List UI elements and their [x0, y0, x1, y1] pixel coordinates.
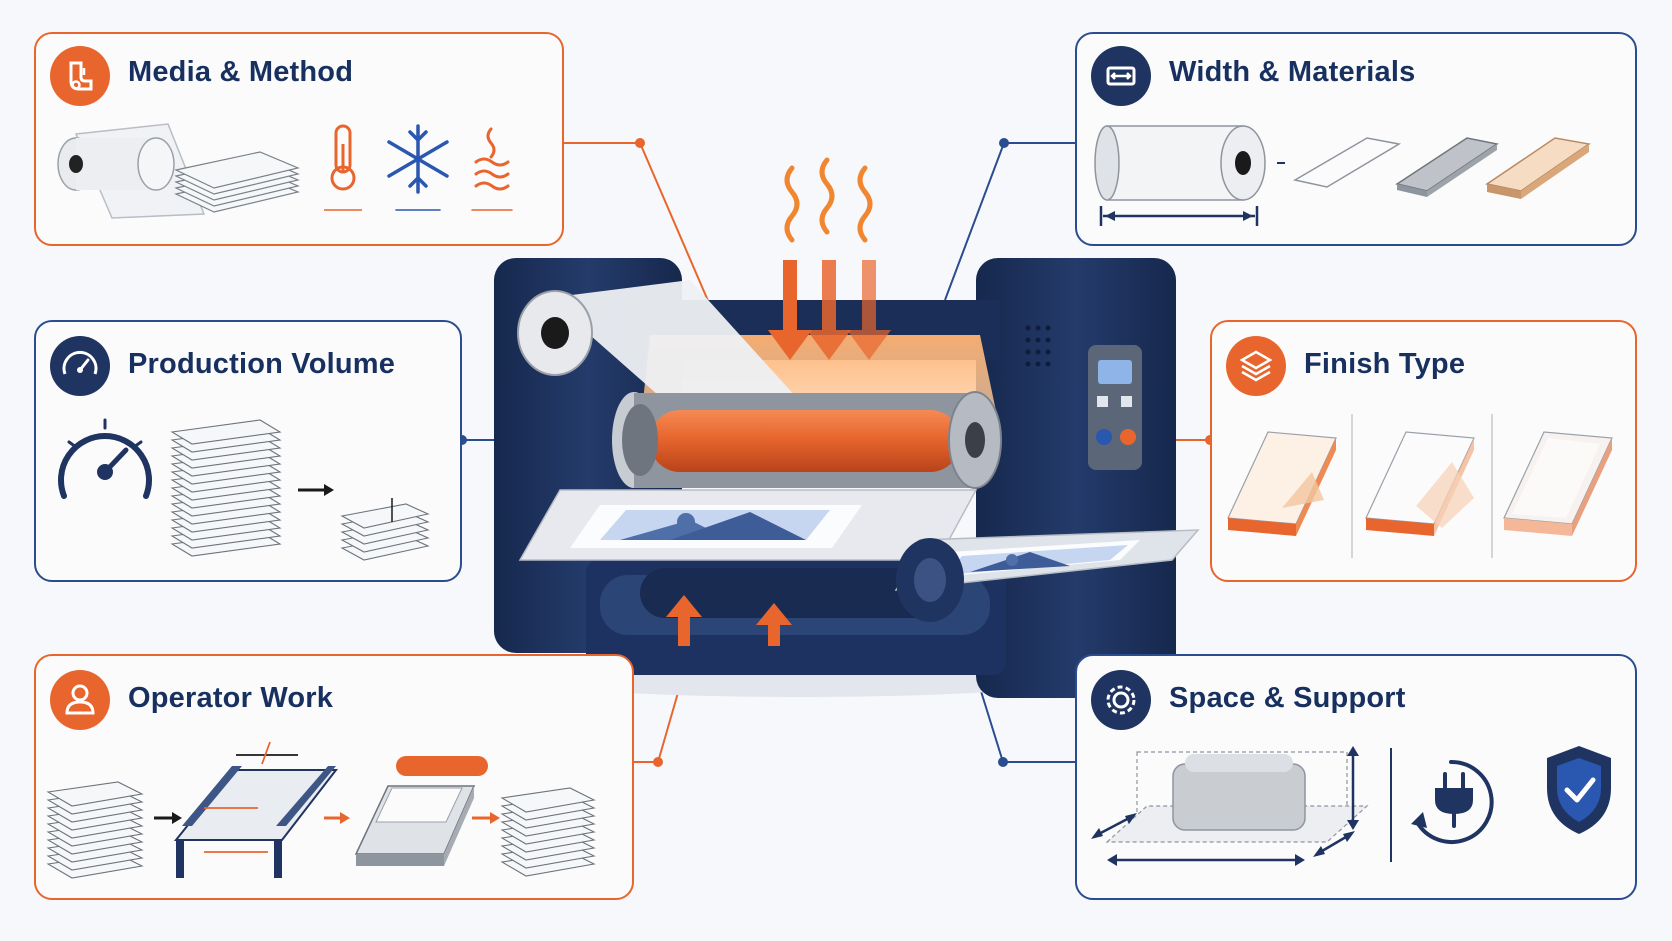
finish-type-illustration [1227, 414, 1613, 558]
production-volume-title: Production Volume [128, 348, 396, 380]
material-corrugated-board [1485, 137, 1591, 199]
short-sheet-stack-graphic [340, 498, 430, 561]
width-materials-illustration [1094, 125, 1591, 226]
alignment-tray-graphic [173, 741, 339, 878]
footprint-dimensions-graphic [1091, 746, 1369, 866]
film-roll-graphic [57, 123, 206, 219]
speedometer-graphic [58, 418, 152, 499]
soft-touch-finish-sample [1503, 431, 1613, 536]
snowflake-icon [387, 124, 449, 211]
finish-type-panel: Finish Type [1210, 320, 1637, 582]
gauge-icon [50, 336, 110, 396]
output-sheet-stack-graphic [500, 787, 596, 877]
width-dimension-arrow [1099, 206, 1259, 226]
film-roll-icon [50, 46, 110, 106]
media-method-title: Media & Method [128, 56, 354, 88]
finish-type-title: Finish Type [1304, 348, 1466, 380]
laminator-press-graphic [354, 756, 488, 866]
media-method-panel: Media & Method [34, 32, 564, 246]
arrow-right-icon [298, 484, 334, 496]
space-support-panel: Space & Support [1075, 654, 1637, 900]
width-icon [1091, 46, 1151, 106]
gear-icon [1091, 670, 1151, 730]
person-icon [50, 670, 110, 730]
width-materials-title: Width & Materials [1169, 56, 1416, 88]
sheet-stack-graphic [174, 151, 300, 213]
arrow-right-icon [472, 812, 500, 824]
width-materials-panel: Width & Materials [1075, 32, 1637, 246]
space-support-illustration [1091, 746, 1611, 866]
production-volume-illustration [58, 418, 430, 561]
material-paper-sheet [1292, 137, 1402, 188]
material-grey-board [1395, 137, 1499, 197]
operator-work-illustration [46, 741, 596, 879]
input-sheet-stack-graphic [46, 781, 144, 879]
power-plug-icon [1411, 759, 1494, 844]
space-support-title: Space & Support [1169, 682, 1406, 714]
media-method-illustration [57, 123, 513, 219]
matte-finish-sample [1365, 431, 1475, 536]
arrow-right-icon [154, 812, 182, 824]
heat-waves-icon [471, 127, 513, 211]
shield-check-icon [1547, 746, 1611, 834]
tall-sheet-stack-graphic [170, 419, 282, 557]
thermometer-icon [324, 124, 362, 211]
production-volume-panel: Production Volume [34, 320, 462, 582]
arrow-right-icon [324, 812, 350, 824]
layers-icon [1226, 336, 1286, 396]
gloss-finish-sample [1227, 431, 1337, 536]
wide-roll-graphic [1094, 125, 1266, 201]
operator-work-title: Operator Work [128, 682, 334, 714]
operator-work-panel: Operator Work [34, 654, 634, 900]
